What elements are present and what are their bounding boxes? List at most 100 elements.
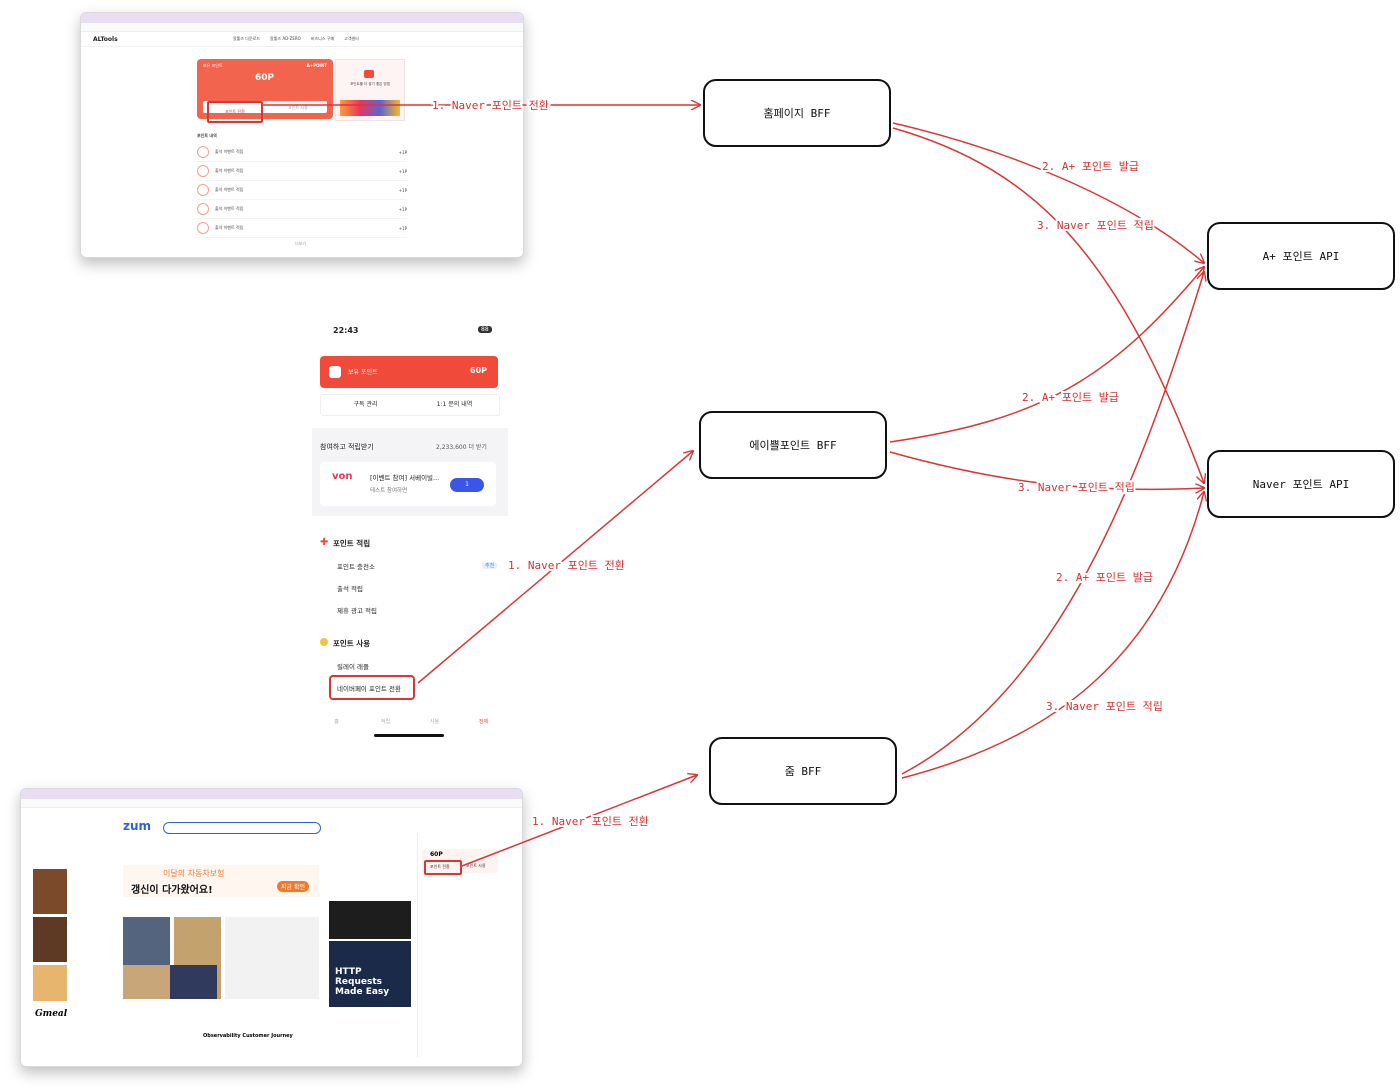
edge-homepage-to-naver <box>892 127 1204 483</box>
points-card-title: 보유 포인트 <box>203 63 223 68</box>
edge-apoint-to-naver <box>889 451 1204 489</box>
participate-count: 2,233,600 더 받기 <box>436 444 487 451</box>
list-item: 출석 이벤트 적립 +1P <box>197 181 407 200</box>
points-card: 보유 포인트 A+POINT 60P <box>197 59 333 119</box>
nav-item[interactable]: 알툴즈 다운로드 <box>233 36 261 41</box>
node-apoint-bff: 에이쁠포인트 BFF <box>699 411 887 479</box>
list-item: 출석 이벤트 적립 +1P <box>197 143 407 162</box>
zum-use-button[interactable]: 포인트 사용 <box>466 863 486 868</box>
list-item: 출석 이벤트 적립 +1P <box>197 219 407 238</box>
promo-text: 포인트를 더 쌓기 좋은 방법 <box>350 82 390 86</box>
tab-earn[interactable]: 적립 <box>380 719 391 725</box>
participate-title: 참여하고 적립받기 <box>320 443 374 451</box>
points-card-brand: A+POINT <box>306 63 327 68</box>
node-label: A+ 포인트 API <box>1263 250 1340 263</box>
zum-footer-ad: Observability Customer Journey <box>203 1033 293 1039</box>
points-banner-label: 보유 포인트 <box>348 369 378 376</box>
participate-section: 참여하고 적립받기 2,233,600 더 받기 von [이벤트 참여] 서베… <box>312 428 508 516</box>
history-list: 출석 이벤트 적립 +1P 출석 이벤트 적립 +1P 출석 이벤트 적립 +1… <box>197 143 407 238</box>
tab-all[interactable]: 전체 <box>478 719 489 725</box>
naverpay-convert-item[interactable]: 네이버페이 포인트 전환 <box>329 675 415 700</box>
browser-address-bar <box>21 799 522 808</box>
edge-zum-to-zumbff <box>461 775 697 867</box>
browser-address-bar <box>81 23 523 32</box>
status-time: 22:43 <box>333 326 359 335</box>
zum-ad-dark: HTTP Requests Made Easy <box>329 941 411 1007</box>
points-card-value: 60P <box>255 73 275 83</box>
earn-item[interactable]: 제휴 광고 적립 <box>337 607 378 615</box>
more-link[interactable]: 더보기 <box>295 241 307 246</box>
edge-homepage-to-aplus <box>892 122 1204 263</box>
edge-label: 3. Naver 포인트 적립 <box>1037 219 1154 232</box>
browser-tab-bar <box>21 789 522 799</box>
zum-news-grid-2 <box>123 965 217 999</box>
home-indicator <box>374 734 444 737</box>
second-button[interactable]: 포인트 사용 <box>288 105 308 110</box>
earn-item[interactable]: 출석 적립 <box>337 585 363 593</box>
edge-label: 2. A+ 포인트 발급 <box>1056 571 1153 584</box>
list-item: 출석 이벤트 적립 +1P <box>197 162 407 181</box>
node-zum-bff: 줌 BFF <box>709 737 897 805</box>
phone-screenshot: 22:43 88 보유 포인트 60P 구독 관리 1:1 문의 내역 참여하고… <box>312 318 508 742</box>
earn-item[interactable]: 포인트 충전소 <box>337 563 375 571</box>
bottom-tabbar: 홈 적립 사용 전체 <box>312 704 508 728</box>
edge-zum-to-naver <box>901 492 1204 779</box>
search-input[interactable] <box>163 822 321 834</box>
edge-apoint-to-aplus <box>889 267 1204 443</box>
zum-left-ad <box>33 869 67 1019</box>
edge-zum-to-aplus <box>901 272 1204 775</box>
tab-use[interactable]: 사용 <box>429 719 440 725</box>
event-brand: von <box>332 471 353 482</box>
convert-button[interactable]: 포인트 전환 <box>207 101 263 123</box>
section-earn-title: 포인트 적립 <box>333 539 371 548</box>
event-button[interactable]: 1 <box>450 478 484 492</box>
nav-item[interactable]: 비즈니스 구매 <box>310 36 335 41</box>
edge-label: 3. Naver 포인트 적립 <box>1018 481 1135 494</box>
points-banner[interactable]: 보유 포인트 60P <box>320 356 498 388</box>
zum-points-card <box>329 901 411 939</box>
event-card[interactable]: von [이벤트 참여] 서베이빌... 테스트 참여하면 1 <box>320 462 496 506</box>
edge-label: 3. Naver 포인트 적립 <box>1046 700 1163 713</box>
node-label: 에이쁠포인트 BFF <box>749 439 836 452</box>
link-inquiry[interactable]: 1:1 문의 내역 <box>436 401 473 408</box>
points-banner-value: 60P <box>470 366 487 375</box>
earn-badge: 추천 <box>482 562 498 569</box>
node-label: Naver 포인트 API <box>1253 478 1350 491</box>
altools-logo: ALTools <box>93 35 118 43</box>
node-homepage-bff: 홈페이지 BFF <box>703 79 891 147</box>
altools-web-screenshot: ALTools 알툴즈 다운로드 알툴즈 AD-ZERO 비즈니스 구매 고객센… <box>80 12 524 258</box>
brand-logo: Gmeal <box>35 1009 68 1019</box>
zum-convert-button[interactable]: 포인트 전환 <box>424 860 462 875</box>
status-battery: 88 <box>478 326 492 333</box>
zum-side-value: 60P <box>430 851 443 858</box>
plus-icon: ✚ <box>320 537 329 548</box>
browser-tab-bar <box>81 13 523 23</box>
node-label: 줌 BFF <box>785 765 822 778</box>
event-title: [이벤트 참여] 서베이빌... <box>370 474 440 482</box>
tab-home[interactable]: 홈 <box>334 719 339 725</box>
list-item: 출석 이벤트 적립 +1P <box>197 200 407 219</box>
nav-item[interactable]: 알툴즈 AD-ZERO <box>270 36 301 41</box>
nav-item[interactable]: 고객센터 <box>344 36 359 41</box>
zum-side-panel: 60P 포인트 전환 포인트 사용 <box>417 833 504 1057</box>
node-naver-api: Naver 포인트 API <box>1207 450 1395 518</box>
edge-label: 1. Naver 포인트 전환 <box>432 99 549 112</box>
edge-label: 1. Naver 포인트 전환 <box>532 815 649 828</box>
node-label: 홈페이지 BFF <box>764 106 831 120</box>
quick-links: 구독 관리 1:1 문의 내역 <box>320 394 500 416</box>
link-subscribe[interactable]: 구독 관리 <box>353 401 378 408</box>
section-use-title: 포인트 사용 <box>333 639 371 648</box>
promo-panel: 포인트를 더 쌓기 좋은 방법 <box>335 59 405 121</box>
zum-banner: 이달의 자동차보험 갱신이 다가왔어요! 지금 확인 <box>123 865 319 897</box>
edge-phone-to-apoint <box>417 451 693 684</box>
edge-label: 1. Naver 포인트 전환 <box>508 559 625 572</box>
event-sub: 테스트 참여하면 <box>370 488 408 494</box>
use-item[interactable]: 릴레이 래플 <box>337 663 369 671</box>
coin-icon <box>320 638 328 646</box>
history-title: 포인트 내역 <box>197 133 217 138</box>
edge-label: 2. A+ 포인트 발급 <box>1022 391 1119 404</box>
zum-logo: zum <box>123 819 152 833</box>
zum-web-screenshot: zum 이달의 자동차보험 갱신이 다가왔어요! 지금 확인 HTTP Requ… <box>20 788 523 1067</box>
zum-ad-title: HTTP Requests Made Easy <box>335 967 390 997</box>
